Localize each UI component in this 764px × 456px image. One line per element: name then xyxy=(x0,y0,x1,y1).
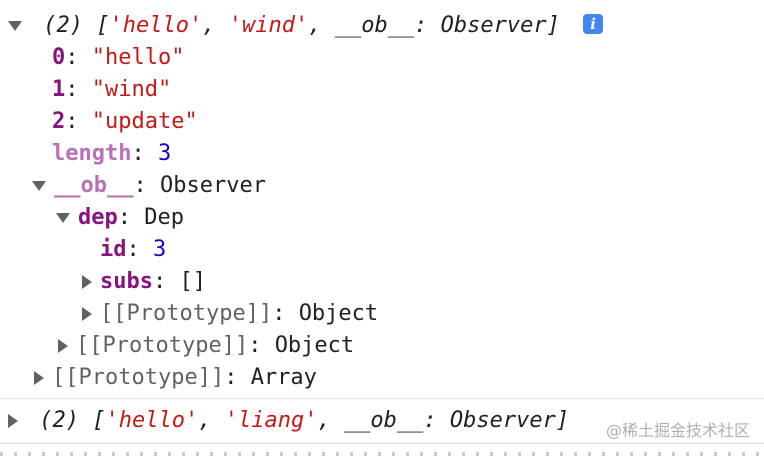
property-key: subs xyxy=(100,269,153,294)
property-row-dep[interactable]: dep: Dep xyxy=(0,202,764,234)
property-value: 3 xyxy=(157,141,172,166)
property-value: "wind" xyxy=(91,77,172,102)
separator-text: , xyxy=(202,13,229,38)
log-separator xyxy=(0,398,764,399)
array-item-preview: 'hello' xyxy=(105,408,199,433)
property-row-length[interactable]: length: 3 xyxy=(52,141,172,166)
expand-triangle-icon[interactable] xyxy=(56,213,70,223)
array-item-preview: 'liang' xyxy=(224,408,318,433)
log-separator xyxy=(0,443,764,444)
expand-triangle-icon[interactable] xyxy=(34,371,44,385)
bracket-open: [ xyxy=(92,408,106,433)
property-value: Object xyxy=(274,333,355,358)
property-row-array-prototype[interactable]: [[Prototype]]: Array xyxy=(0,362,764,394)
ob-preview: __ob__: Observer xyxy=(334,13,547,38)
property-key: [[Prototype]] xyxy=(100,301,273,326)
property-key: [[Prototype]] xyxy=(76,333,249,358)
property-value: [] xyxy=(179,269,206,294)
property-key: 1 xyxy=(52,77,66,102)
expand-triangle-icon[interactable] xyxy=(82,307,92,321)
property-key: length xyxy=(52,141,132,166)
separator-text: , xyxy=(308,13,335,38)
property-row-0[interactable]: 0: "hello" xyxy=(52,45,185,70)
property-value: 3 xyxy=(153,237,167,262)
property-value: Array xyxy=(250,365,317,390)
array-item-preview: 'hello' xyxy=(109,13,203,38)
expand-triangle-icon[interactable] xyxy=(8,414,18,428)
expand-triangle-icon[interactable] xyxy=(8,21,22,31)
property-row-ob[interactable]: __ob__: Observer xyxy=(0,170,764,202)
property-key: 0 xyxy=(52,45,66,70)
property-row-ob-prototype[interactable]: [[Prototype]]: Object xyxy=(0,330,764,362)
info-icon[interactable]: i xyxy=(583,14,604,34)
property-key: __ob__ xyxy=(54,173,134,198)
property-value: Observer xyxy=(159,173,266,198)
ob-preview: __ob__: Observer xyxy=(343,408,556,433)
separator-text: , xyxy=(317,408,344,433)
property-row-1[interactable]: 1: "wind" xyxy=(52,77,172,102)
property-value: "hello" xyxy=(91,45,185,70)
log-entry-1-summary[interactable]: (2) ['hello', 'wind', __ob__: Observer] … xyxy=(0,10,764,42)
property-row-2[interactable]: 2: "update" xyxy=(52,109,198,134)
property-key: dep xyxy=(78,205,118,230)
bracket-close: ] xyxy=(555,408,570,433)
property-value: Object xyxy=(298,301,379,326)
expand-triangle-icon[interactable] xyxy=(32,181,46,191)
array-count: (2) xyxy=(39,408,79,433)
property-key: id xyxy=(100,237,127,262)
property-row-dep-prototype[interactable]: [[Prototype]]: Object xyxy=(0,298,764,330)
property-row-subs[interactable]: subs: [] xyxy=(0,266,764,298)
property-row-id[interactable]: id: 3 xyxy=(100,237,167,262)
property-value: Dep xyxy=(144,205,184,230)
cut-off-next-row xyxy=(0,452,764,456)
separator-text: , xyxy=(198,408,225,433)
bracket-open: [ xyxy=(96,13,110,38)
bracket-close: ] xyxy=(546,13,560,38)
property-value: "update" xyxy=(91,109,198,134)
array-item-preview: 'wind' xyxy=(228,13,309,38)
watermark-text: @稀土掘金技术社区 xyxy=(605,421,750,440)
property-key: [[Prototype]] xyxy=(52,365,225,390)
array-count: (2) xyxy=(43,13,83,38)
property-key: 2 xyxy=(52,109,66,134)
expand-triangle-icon[interactable] xyxy=(82,275,92,289)
log-entry-2-summary[interactable]: (2) ['hello', 'liang', __ob__: Observer] xyxy=(0,405,764,437)
expand-triangle-icon[interactable] xyxy=(58,339,68,353)
